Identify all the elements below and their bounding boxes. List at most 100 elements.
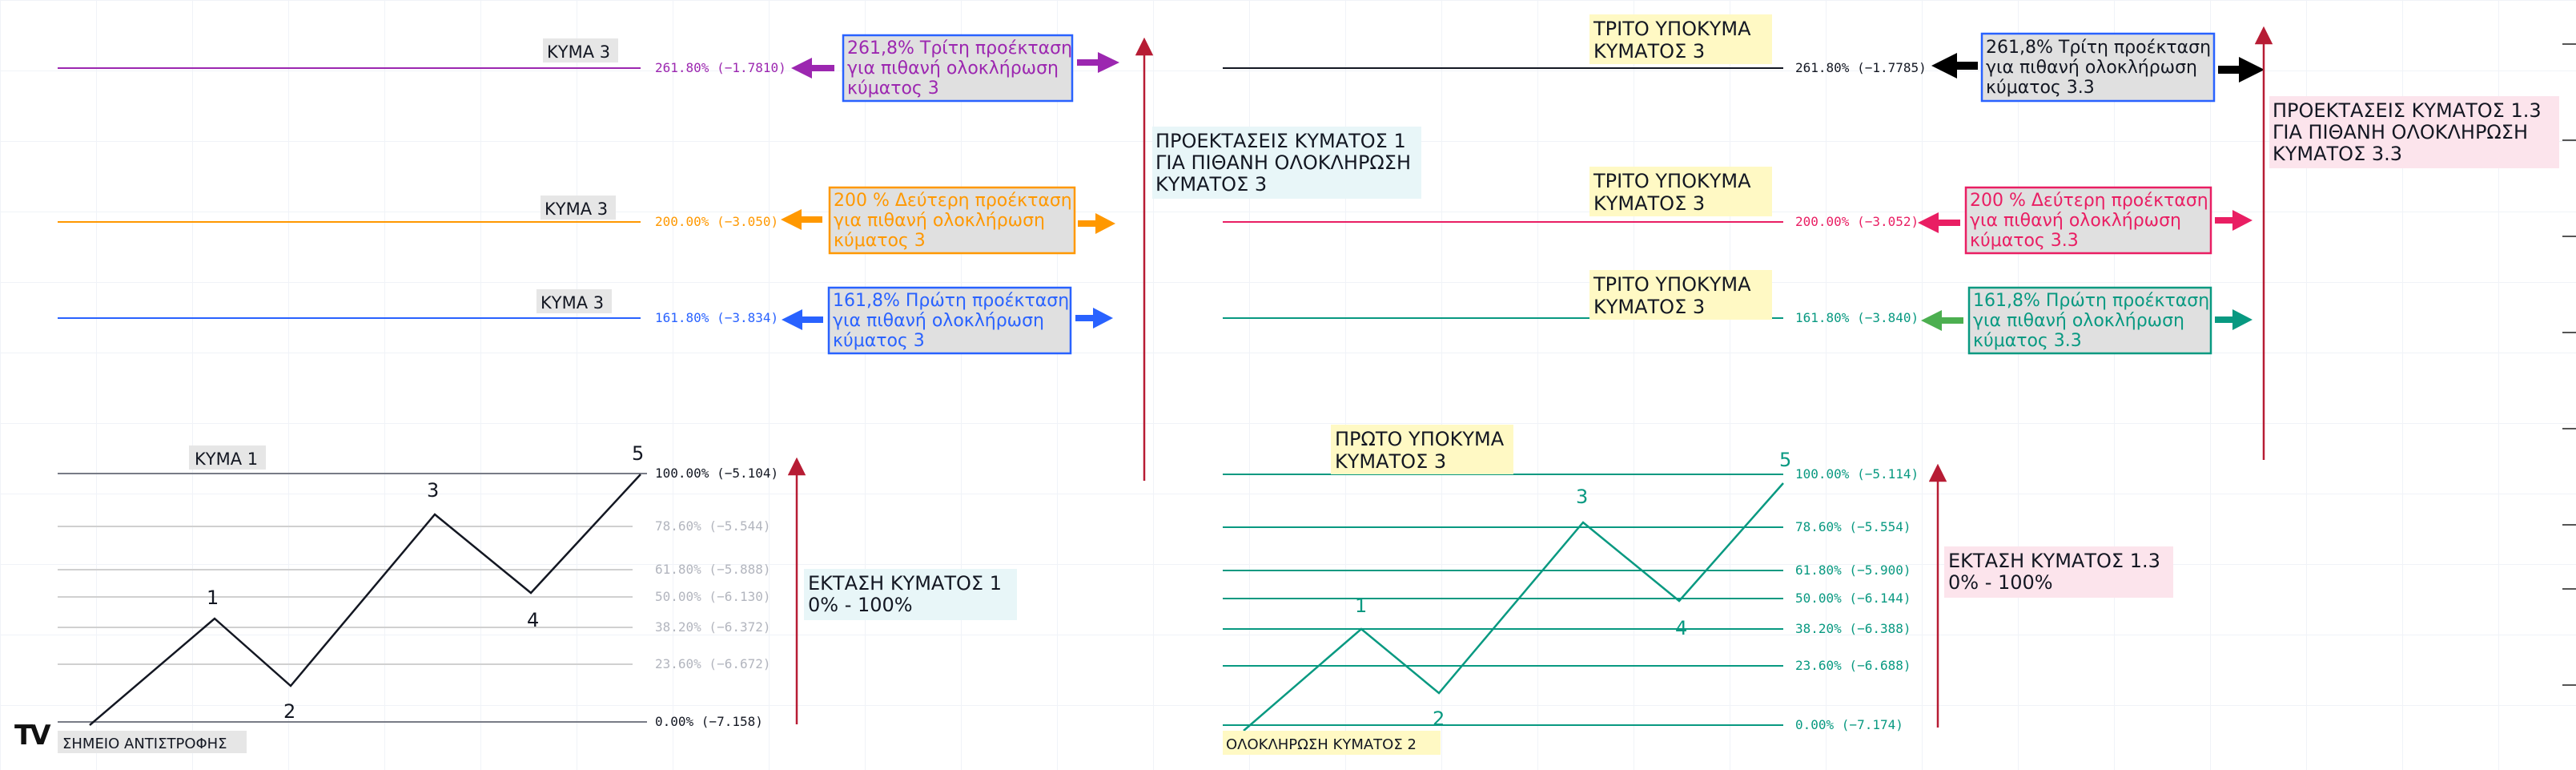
left-fib-261-label: 261.80% (−1.7810) [655, 60, 786, 75]
r-note-161-line1: 161,8% Πρώτη προέκταση [1973, 291, 2209, 311]
wave1-label: ΚΥΜΑ 1 [195, 450, 258, 469]
right-fib-236-label: 23.60% (−6.688) [1795, 658, 1911, 673]
r-note-261-arrows [1931, 53, 2265, 83]
left-fib-200-label: 200.00% (−3.050) [655, 214, 778, 229]
right-fib-382-label: 38.20% (−6.388) [1795, 621, 1911, 636]
wave-number-5: 5 [632, 442, 644, 465]
wave-number-2: 2 [283, 700, 295, 723]
r-note-200-line3: κύματος 3.3 [1970, 231, 2079, 251]
note-200-line2: για πιθανή ολοκλήρωση [834, 211, 1045, 231]
left-fib-236-label: 23.60% (−6.672) [655, 656, 771, 671]
sub1-label: ΠΡΩΤΟ ΥΠΟΚΥΜΑ ΚΥΜΑΤΟΣ 3 [1331, 425, 1513, 474]
svg-text:ΤΡΙΤΟ ΥΠΟΚΥΜΑ: ΤΡΙΤΟ ΥΠΟΚΥΜΑ [1593, 18, 1751, 40]
svg-text:ΓΙΑ ΠΙΘΑΝΗ ΟΛΟΚΛΗΡΩΣΗ: ΓΙΑ ΠΙΘΑΝΗ ΟΛΟΚΛΗΡΩΣΗ [2273, 121, 2528, 143]
left-fib-382-label: 38.20% (−6.372) [655, 619, 771, 635]
svg-text:ΠΡΩΤΟ ΥΠΟΚΥΜΑ: ΠΡΩΤΟ ΥΠΟΚΥΜΑ [1335, 428, 1505, 450]
svg-text:ΚΥΜΑΤΟΣ 3: ΚΥΜΑΤΟΣ 3 [1335, 450, 1446, 473]
note-161-line3: κύματος 3 [833, 331, 925, 351]
r-note-161-line2: για πιθανή ολοκλήρωση [1973, 311, 2184, 331]
right-fib-261-label: 261.80% (−1.7785) [1795, 60, 1927, 75]
r-note-261-line1: 261,8% Τρίτη προέκταση [1986, 38, 2211, 58]
note-161-arrows [782, 308, 1113, 330]
extent-callout-right: ΕΚΤΑΣΗ ΚΥΜΑΤΟΣ 1.3 0% - 100% [1944, 546, 2173, 598]
r-note-161-arrows [1921, 309, 2252, 331]
svg-text:ΕΚΤΑΣΗ ΚΥΜΑΤΟΣ 1: ΕΚΤΑΣΗ ΚΥΜΑΤΟΣ 1 [808, 572, 1002, 595]
extent-callout-left: ΕΚΤΑΣΗ ΚΥΜΑΤΟΣ 1 0% - 100% [804, 569, 1017, 620]
left-fib-100-label: 100.00% (−5.104) [655, 466, 778, 481]
svg-text:ΚΥΜΑΤΟΣ 3.3: ΚΥΜΑΤΟΣ 3.3 [2273, 143, 2402, 165]
left-fib-000-label: 0.00% (−7.158) [655, 714, 763, 729]
left-fib-618-label: 61.80% (−5.888) [655, 562, 771, 577]
right-note-261[interactable]: 261,8% Τρίτη προέκταση για πιθανή ολοκλή… [1931, 32, 2265, 103]
wave3-label-mid: ΚΥΜΑ 3 [545, 200, 608, 219]
svg-text:ΠΡΟΕΚΤΑΣΕΙΣ ΚΥΜΑΤΟΣ 1.3: ΠΡΟΕΚΤΑΣΕΙΣ ΚΥΜΑΤΟΣ 1.3 [2273, 99, 2542, 122]
note-261-line1: 261,8% Τρίτη προέκταση [847, 38, 1072, 58]
sub-wave-number-4: 4 [1675, 617, 1687, 639]
sub3-label-mid: ΤΡΙΤΟ ΥΠΟΚΥΜΑ ΚΥΜΑΤΟΣ 3 [1589, 167, 1772, 216]
note-200-line1: 200 % Δεύτερη προέκταση [834, 191, 1072, 211]
note-161-line2: για πιθανή ολοκλήρωση [833, 311, 1044, 331]
left-fib-786-label: 78.60% (−5.544) [655, 518, 771, 534]
note-261-arrows [791, 52, 1119, 79]
svg-text:ΠΡΟΕΚΤΑΣΕΙΣ ΚΥΜΑΤΟΣ 1: ΠΡΟΕΚΤΑΣΕΙΣ ΚΥΜΑΤΟΣ 1 [1155, 130, 1406, 152]
left-note-200[interactable]: 200 % Δεύτερη προέκταση για πιθανή ολοκλ… [781, 186, 1115, 255]
right-fib-161-label: 161.80% (−3.840) [1795, 310, 1919, 325]
right-fib-000-label: 0.00% (−7.174) [1795, 717, 1903, 732]
svg-text:ΓΙΑ ΠΙΘΑΝΗ ΟΛΟΚΛΗΡΩΣΗ: ΓΙΑ ΠΙΘΑΝΗ ΟΛΟΚΛΗΡΩΣΗ [1155, 151, 1411, 174]
projections-callout-left: ΠΡΟΕΚΤΑΣΕΙΣ ΚΥΜΑΤΟΣ 1 ΓΙΑ ΠΙΘΑΝΗ ΟΛΟΚΛΗΡ… [1152, 127, 1421, 199]
left-wave-zigzag[interactable] [89, 474, 641, 726]
note-161-line1: 161,8% Πρώτη προέκταση [833, 291, 1069, 311]
right-fib-500-label: 50.00% (−6.144) [1795, 591, 1911, 606]
sub-wave-number-5: 5 [1779, 449, 1791, 471]
svg-text:0% - 100%: 0% - 100% [808, 594, 913, 616]
r-note-261-line2: για πιθανή ολοκλήρωση [1986, 58, 2197, 78]
right-fib-618-label: 61.80% (−5.900) [1795, 562, 1911, 578]
left-fib-levels[interactable] [58, 67, 647, 723]
svg-text:ΟΛΟΚΛΗΡΩΣΗ ΚΥΜΑΤΟΣ 2: ΟΛΟΚΛΗΡΩΣΗ ΚΥΜΑΤΟΣ 2 [1226, 736, 1417, 753]
wave3-label-top: ΚΥΜΑ 3 [547, 42, 610, 62]
right-note-200[interactable]: 200 % Δεύτερη προέκταση για πιθανή ολοκλ… [1918, 186, 2252, 255]
svg-text:ΚΥΜΑΤΟΣ 3: ΚΥΜΑΤΟΣ 3 [1155, 173, 1267, 196]
left-note-161[interactable]: 161,8% Πρώτη προέκταση για πιθανή ολοκλή… [782, 286, 1113, 355]
sub-wave-number-2: 2 [1433, 708, 1445, 730]
note-261-line2: για πιθανή ολοκλήρωση [847, 58, 1059, 79]
note-200-arrows [781, 209, 1115, 234]
svg-text:ΚΥΜΑΤΟΣ 3: ΚΥΜΑΤΟΣ 3 [1593, 296, 1705, 318]
r-note-200-line2: για πιθανή ολοκλήρωση [1970, 211, 2181, 231]
sub-wave-number-1: 1 [1355, 595, 1367, 617]
tradingview-logo: TV [14, 720, 50, 752]
completion-wave2-label: ΟΛΟΚΛΗΡΩΣΗ ΚΥΜΑΤΟΣ 2 [1223, 731, 1441, 755]
svg-text:ΚΥΜΑΤΟΣ 3: ΚΥΜΑΤΟΣ 3 [1593, 40, 1705, 62]
right-fib-levels[interactable] [1223, 67, 1783, 726]
reversal-point-label: ΣΗΜΕΙΟ ΑΝΤΙΣΤΡΟΦΗΣ [62, 736, 227, 752]
note-261-line3: κύματος 3 [847, 79, 939, 99]
right-fib-100-label: 100.00% (−5.114) [1795, 466, 1919, 482]
r-note-161-line3: κύματος 3.3 [1973, 331, 2082, 351]
note-200-line3: κύματος 3 [834, 231, 926, 251]
r-note-200-line1: 200 % Δεύτερη προέκταση [1970, 191, 2208, 211]
left-fib-161-label: 161.80% (−3.834) [655, 310, 778, 325]
right-wave-zigzag[interactable] [1243, 482, 1784, 732]
projections-callout-right: ΠΡΟΕΚΤΑΣΕΙΣ ΚΥΜΑΤΟΣ 1.3 ΓΙΑ ΠΙΘΑΝΗ ΟΛΟΚΛ… [2269, 96, 2559, 168]
sub3-label-top: ΤΡΙΤΟ ΥΠΟΚΥΜΑ ΚΥΜΑΤΟΣ 3 [1589, 14, 1772, 64]
sub-wave-number-3: 3 [1576, 486, 1588, 508]
left-fib-500-label: 50.00% (−6.130) [655, 589, 771, 604]
right-fib-786-label: 78.60% (−5.554) [1795, 519, 1911, 534]
sub3-label-low: ΤΡΙΤΟ ΥΠΟΚΥΜΑ ΚΥΜΑΤΟΣ 3 [1589, 270, 1772, 320]
r-note-261-line3: κύματος 3.3 [1986, 78, 2095, 98]
wave-number-4: 4 [527, 609, 539, 631]
svg-text:ΤΡΙΤΟ ΥΠΟΚΥΜΑ: ΤΡΙΤΟ ΥΠΟΚΥΜΑ [1593, 170, 1751, 192]
right-note-161[interactable]: 161,8% Πρώτη προέκταση για πιθανή ολοκλή… [1921, 286, 2252, 355]
svg-text:0% - 100%: 0% - 100% [1948, 571, 2053, 594]
svg-text:ΕΚΤΑΣΗ ΚΥΜΑΤΟΣ 1.3: ΕΚΤΑΣΗ ΚΥΜΑΤΟΣ 1.3 [1948, 550, 2160, 572]
r-note-200-arrows [1918, 210, 2252, 233]
wave3-label-low: ΚΥΜΑ 3 [541, 293, 604, 312]
left-note-261[interactable]: 261,8% Τρίτη προέκταση για πιθανή ολοκλή… [791, 34, 1119, 103]
svg-text:ΤΡΙΤΟ ΥΠΟΚΥΜΑ: ΤΡΙΤΟ ΥΠΟΚΥΜΑ [1593, 273, 1751, 296]
price-scale-ticks [2562, 43, 2576, 686]
wave-number-3: 3 [427, 479, 439, 502]
right-fib-200-label: 200.00% (−3.052) [1795, 214, 1919, 229]
wave-number-1: 1 [207, 587, 219, 609]
